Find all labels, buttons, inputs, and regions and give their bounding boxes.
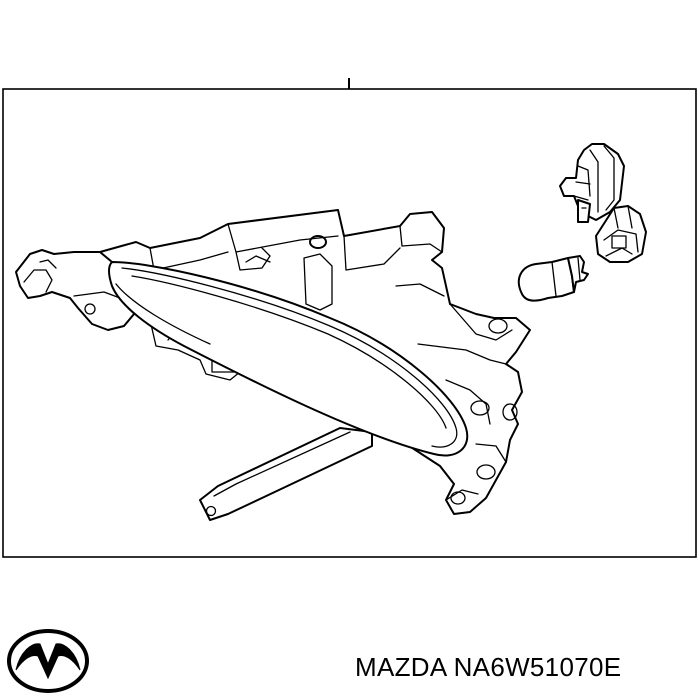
part-caption: MAZDA NA6W51070E [355, 652, 621, 683]
part-number: NA6W51070E [453, 652, 622, 682]
bulb-socket [595, 205, 647, 263]
connector [559, 143, 625, 223]
brand-name: MAZDA [355, 652, 447, 682]
diagram-frame [2, 88, 697, 558]
fog-lamp-assembly [15, 143, 647, 521]
bulb [517, 255, 589, 302]
mazda-logo-icon [7, 629, 89, 693]
